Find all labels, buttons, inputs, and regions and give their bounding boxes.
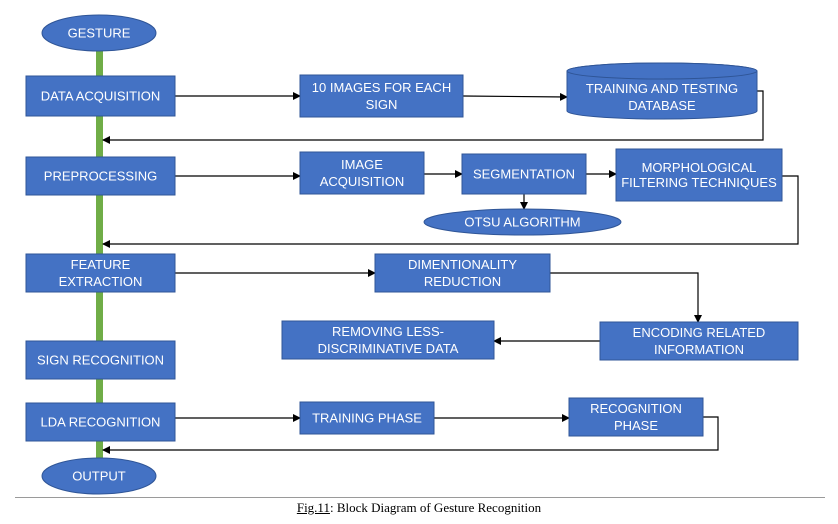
node-label: LDA RECOGNITION	[41, 415, 161, 430]
arrow-images-to-database	[462, 92, 568, 101]
node-images: 10 IMAGES FOR EACH SIGN	[299, 74, 464, 118]
node-image-acq: IMAGE ACQUISITION	[299, 151, 425, 195]
node-shape	[568, 397, 704, 437]
node-gesture: GESTURE	[41, 14, 157, 52]
arrow-dim-to-encoding	[550, 272, 702, 323]
flow-connector-6	[96, 441, 103, 458]
arrow-recog-return	[102, 416, 719, 454]
node-label: SIGN	[366, 97, 398, 112]
node-shape	[615, 148, 783, 202]
connectors	[96, 51, 799, 458]
node-label: PREPROCESSING	[44, 169, 157, 184]
flow-connector-4	[96, 292, 103, 341]
node-lda: LDA RECOGNITION	[25, 402, 176, 442]
node-shape	[461, 153, 587, 195]
node-label: IMAGE	[341, 157, 383, 172]
arrow-morph-return	[102, 175, 799, 248]
node-segmentation: SEGMENTATION	[461, 153, 587, 195]
node-label: ENCODING RELATED	[633, 325, 766, 340]
node-shape	[25, 402, 176, 442]
node-label: TRAINING PHASE	[312, 411, 422, 426]
node-shape	[299, 401, 435, 435]
node-sign-rec: SIGN RECOGNITION	[25, 340, 176, 380]
flow-connector-2	[96, 116, 103, 157]
node-label: TRAINING AND TESTING	[586, 81, 738, 96]
node-label: SIGN RECOGNITION	[37, 353, 164, 368]
node-shape	[299, 74, 464, 118]
node-dim: DIMENTIONALITY REDUCTION	[374, 253, 551, 293]
node-label: DATA ACQUISITION	[41, 89, 160, 104]
node-label: ACQUISITION	[320, 174, 405, 189]
node-shape	[25, 156, 176, 196]
node-label: FILTERING TECHNIQUES	[621, 175, 777, 190]
node-label: EXTRACTION	[59, 274, 143, 289]
flow-connector-1	[96, 51, 103, 76]
node-shape	[281, 320, 495, 360]
node-shape	[374, 253, 551, 293]
node-shape	[25, 75, 176, 117]
node-label: FEATURE	[71, 257, 131, 272]
node-label: DISCRIMINATIVE DATA	[318, 341, 459, 356]
flow-connector-3	[96, 195, 103, 254]
node-label: OTSU ALGORITHM	[464, 215, 580, 230]
node-label: GESTURE	[68, 26, 131, 41]
node-shape	[41, 457, 157, 495]
flow-connector-5	[96, 379, 103, 403]
node-label: OUTPUT	[72, 469, 126, 484]
node-shape	[299, 151, 425, 195]
node-output: OUTPUT	[41, 457, 157, 495]
node-database: TRAINING AND TESTING DATABASE	[566, 62, 758, 120]
node-data-acquisition: DATA ACQUISITION	[25, 75, 176, 117]
node-removing: REMOVING LESS- DISCRIMINATIVE DATA	[281, 320, 495, 360]
node-label: RECOGNITION	[590, 401, 682, 416]
node-label: INFORMATION	[654, 342, 744, 357]
node-shape	[25, 340, 176, 380]
node-label: SEGMENTATION	[473, 167, 575, 182]
node-training: TRAINING PHASE	[299, 401, 435, 435]
node-label: DIMENTIONALITY	[408, 257, 517, 272]
node-encoding: ENCODING RELATED INFORMATION	[599, 321, 799, 361]
node-label: 10 IMAGES FOR EACH	[312, 80, 451, 95]
database-cylinder-top	[566, 62, 758, 80]
arrow-database-return	[102, 90, 764, 144]
node-preprocessing: PREPROCESSING	[25, 156, 176, 196]
node-shape	[25, 253, 176, 293]
figure-caption: Fig.11: Block Diagram of Gesture Recogni…	[0, 500, 838, 516]
figure-label: Fig.11	[296, 500, 330, 515]
node-label: REDUCTION	[424, 274, 501, 289]
node-recognition: RECOGNITION PHASE	[568, 397, 704, 437]
node-label: MORPHOLOGICAL	[642, 160, 757, 175]
node-shape	[423, 208, 622, 236]
nodes: GESTURE DATA ACQUISITION 10 IMAGES FOR EAC…	[25, 14, 799, 495]
node-label: REMOVING LESS-	[332, 324, 444, 339]
node-shape	[599, 321, 799, 361]
node-feature: FEATURE EXTRACTION	[25, 253, 176, 293]
node-label: DATABASE	[628, 98, 696, 113]
node-otsu: OTSU ALGORITHM	[423, 208, 622, 236]
node-shape	[41, 14, 157, 52]
caption-divider	[15, 497, 825, 498]
node-label: PHASE	[614, 418, 658, 433]
caption-text: : Block Diagram of Gesture Recognition	[329, 500, 542, 515]
